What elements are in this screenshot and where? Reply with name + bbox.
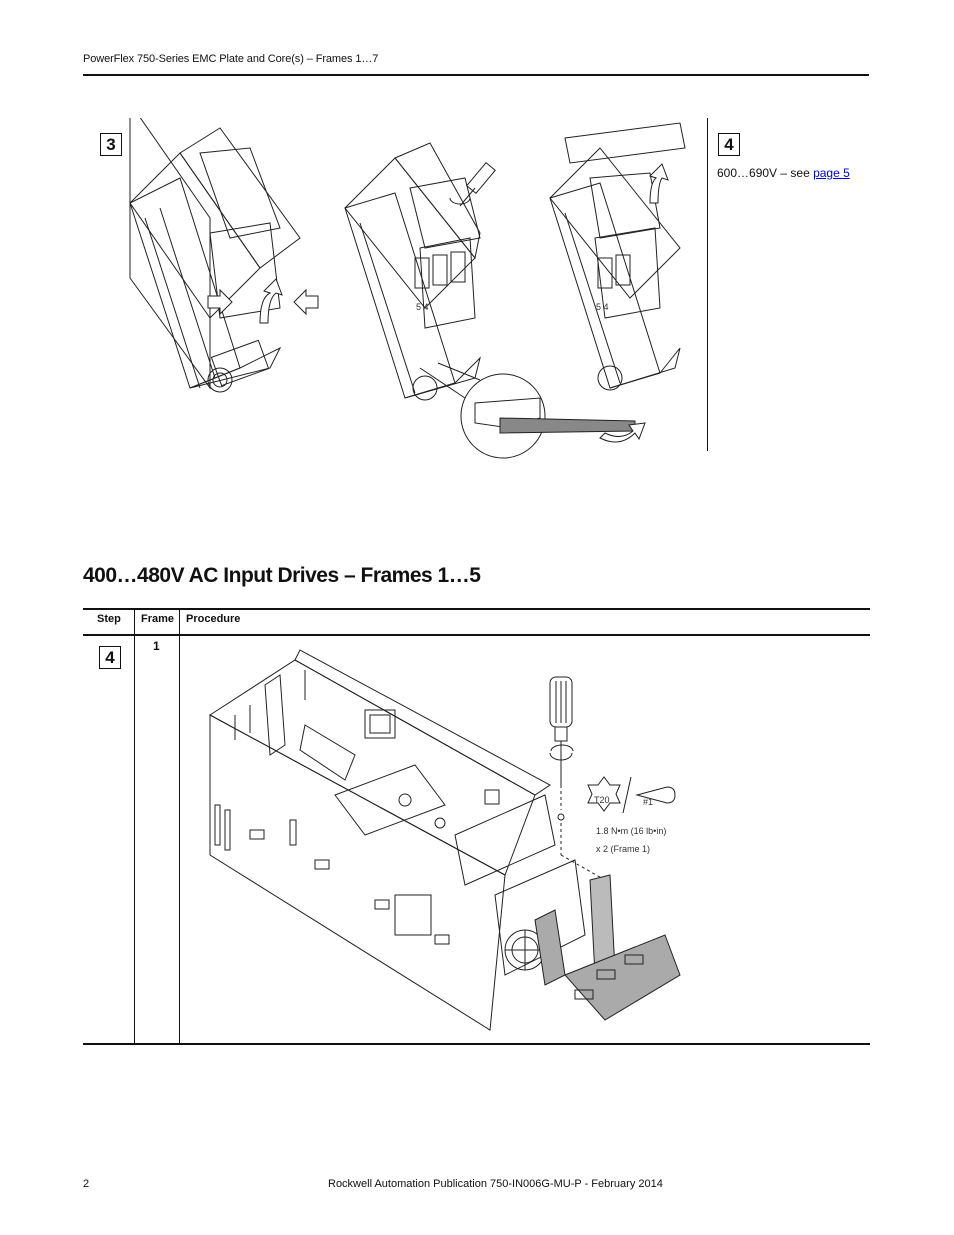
running-header: PowerFlex 750-Series EMC Plate and Core(… (83, 53, 379, 65)
rotate-arrow (599, 422, 646, 443)
table-rule (83, 1043, 870, 1045)
screwdriver-icon (449, 161, 496, 207)
step-number-box: 4 (718, 133, 740, 156)
publication-info: Rockwell Automation Publication 750-IN00… (328, 1178, 663, 1190)
column-header-step: Step (97, 613, 121, 625)
emc-plate (534, 874, 681, 1021)
note-text: 600…690V – see (717, 166, 814, 180)
column-rule (179, 608, 180, 1044)
driver-label: #1 (643, 797, 653, 807)
drive-illustration-2 (344, 142, 481, 401)
page-link[interactable]: page 5 (813, 166, 850, 180)
torque-spec: 1.8 N•m (16 lb•in) (596, 826, 666, 836)
page-number: 2 (83, 1178, 90, 1190)
torx-bit-icon (587, 776, 621, 812)
column-header-frame: Frame (141, 613, 175, 625)
drive-chassis (209, 649, 586, 1031)
column-header-procedure: Procedure (186, 613, 241, 625)
lift-arrow-up (649, 163, 669, 204)
table-rule (83, 608, 870, 610)
drive-illustration-1 (129, 118, 301, 393)
screw-icon (557, 813, 565, 821)
column-divider (707, 118, 708, 451)
column-rule (134, 608, 135, 1044)
procedure-table: Step Frame Procedure 4 1 (83, 608, 870, 1045)
rotate-arrow (550, 744, 574, 752)
emc-plate-figure: T20 #1 1.8 N•m (16 lb•in) x 2 (Frame 1) (209, 649, 681, 1031)
step-number-box: 3 (100, 133, 122, 156)
step-number-box: 4 (99, 646, 121, 669)
quantity-spec: x 2 (Frame 1) (596, 844, 650, 854)
slot-digits: 5 4 (596, 302, 609, 312)
table-rule (83, 634, 870, 636)
header-rule (83, 74, 869, 76)
section-title: 400…480V AC Input Drives – Frames 1…5 (83, 564, 481, 587)
screwdriver-icon (549, 676, 574, 785)
detail-magnifier (460, 373, 546, 459)
lift-arrow (259, 278, 283, 324)
push-arrow-left (207, 288, 233, 316)
drive-removal-figure: 5 4 5 4 (129, 118, 686, 459)
slot-digits: 5 4 (416, 302, 429, 312)
bit-label: T20 (594, 795, 610, 805)
drive-illustration-3 (549, 122, 686, 391)
frame-number: 1 (153, 639, 160, 653)
flat-driver-icon (635, 786, 676, 804)
push-arrow-right (293, 288, 319, 316)
voltage-note: 600…690V – see page 5 (717, 166, 850, 180)
